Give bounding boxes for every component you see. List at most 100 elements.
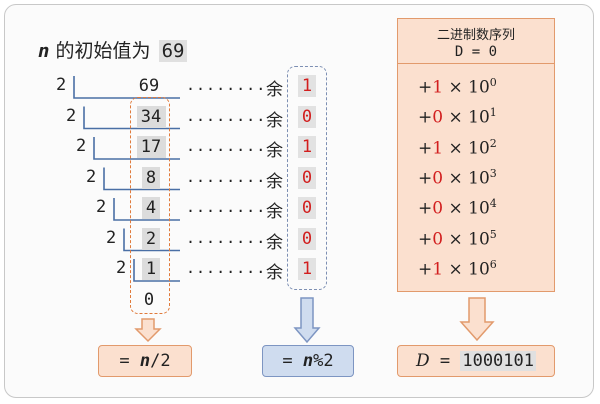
term-times: × xyxy=(443,107,469,128)
term-bit: 0 xyxy=(432,198,444,219)
binary-result-box: D = 1000101 xyxy=(397,345,555,377)
binary-term: +1 × 106 xyxy=(418,258,497,280)
panel-down-arrow xyxy=(459,297,495,342)
term-bit: 1 xyxy=(432,138,444,159)
division-bracket xyxy=(93,137,180,160)
quotient-suffix: /2 xyxy=(150,351,171,371)
quotient-value: 8 xyxy=(141,166,161,189)
division-bracket xyxy=(113,198,180,221)
remainder-label: 余 xyxy=(266,171,283,192)
binary-term: +0 × 103 xyxy=(418,167,497,189)
term-times: × xyxy=(443,138,469,159)
term-base: 10 xyxy=(468,259,490,280)
term-times: × xyxy=(443,259,469,280)
title-initial-value: 69 xyxy=(158,40,188,62)
quotient-formula-box: = n/2 xyxy=(98,345,192,377)
quotient-value: 4 xyxy=(141,197,161,219)
binary-eq: = xyxy=(429,351,461,371)
remainder-bit: 1 xyxy=(298,258,316,280)
term-sign: + xyxy=(418,138,433,159)
division-bracket xyxy=(123,228,180,252)
divisor: 2 xyxy=(116,258,127,278)
quotient-dashed-box xyxy=(130,97,170,314)
term-base: 10 xyxy=(468,138,490,159)
division-bracket xyxy=(73,76,180,99)
leader-dots: ........ xyxy=(186,167,267,186)
divisor: 2 xyxy=(76,136,87,156)
term-exponent: 3 xyxy=(489,166,497,180)
term-sign: + xyxy=(418,259,433,280)
remainder-label: 余 xyxy=(266,232,283,253)
down-arrows xyxy=(134,297,495,344)
quotient-var: n xyxy=(139,351,151,371)
term-times: × xyxy=(443,198,469,219)
panel-title: 二进制数序列 xyxy=(436,28,515,43)
remainder-dashed-box xyxy=(287,66,327,290)
term-base: 10 xyxy=(468,77,490,98)
term-base: 10 xyxy=(468,107,490,128)
term-exponent: 5 xyxy=(489,227,497,241)
leader-dots: ........ xyxy=(186,259,267,277)
term-exponent: 2 xyxy=(489,136,497,150)
term-bit: 1 xyxy=(432,77,444,98)
remainder-bit: 0 xyxy=(298,166,316,189)
divisor: 2 xyxy=(66,105,77,126)
binary-value: 1000101 xyxy=(460,351,536,371)
term-bit: 0 xyxy=(432,107,444,128)
binary-term: +0 × 101 xyxy=(418,106,497,128)
remainder-formula-box: = n%2 xyxy=(262,345,354,377)
remainder-bit: 1 xyxy=(298,136,316,158)
binary-term: +1 × 100 xyxy=(418,76,497,98)
remainder-label: 余 xyxy=(266,110,283,131)
term-sign: + xyxy=(418,198,433,219)
division-bracket xyxy=(103,167,180,191)
term-times: × xyxy=(443,77,469,98)
panel-header: 二进制数序列 D = 0 xyxy=(397,18,555,64)
leader-dots: ........ xyxy=(186,137,267,155)
title-text: 的初始值为 xyxy=(55,40,151,62)
binary-term: +0 × 105 xyxy=(418,228,497,250)
divisor: 2 xyxy=(96,197,107,217)
remainder-label: 余 xyxy=(266,141,283,161)
term-bit: 0 xyxy=(432,229,444,250)
term-exponent: 4 xyxy=(489,197,497,211)
term-times: × xyxy=(443,168,469,189)
term-sign: + xyxy=(418,229,433,250)
quotient-value: 2 xyxy=(141,227,161,250)
binary-var: D xyxy=(415,351,430,371)
division-bracket xyxy=(83,106,180,130)
quotient-value: 0 xyxy=(143,289,155,310)
term-exponent: 6 xyxy=(489,257,497,271)
quotient-value: 1 xyxy=(141,258,161,280)
leader-dots: ........ xyxy=(186,228,267,247)
binary-term: +0 × 104 xyxy=(418,197,497,219)
leader-dots: ........ xyxy=(186,198,267,216)
remainder-label: 余 xyxy=(266,80,283,100)
division-bracket xyxy=(133,259,180,282)
panel-init: D = 0 xyxy=(454,44,498,60)
panel-body xyxy=(397,64,555,292)
quotient-value: 17 xyxy=(136,136,166,158)
remainder-prefix: = xyxy=(282,351,303,371)
remainder-bit: 0 xyxy=(298,197,316,219)
blue-down-arrow xyxy=(293,297,321,344)
term-sign: + xyxy=(418,168,433,189)
term-sign: + xyxy=(418,107,433,128)
term-exponent: 0 xyxy=(489,76,497,89)
term-base: 10 xyxy=(468,229,490,250)
remainder-bit: 0 xyxy=(298,227,316,250)
remainder-var: n xyxy=(302,351,314,371)
term-base: 10 xyxy=(468,198,490,219)
binary-term: +1 × 102 xyxy=(418,137,497,159)
divisor: 2 xyxy=(56,75,67,95)
term-bit: 0 xyxy=(432,168,444,189)
term-base: 10 xyxy=(468,168,490,189)
remainder-label: 余 xyxy=(266,202,283,222)
leader-dots: ........ xyxy=(186,106,267,125)
divisor: 2 xyxy=(86,166,97,187)
divisor: 2 xyxy=(106,227,117,248)
quotient-value: 34 xyxy=(136,105,166,128)
title-variable: n xyxy=(38,40,50,62)
title-line: n 的初始值为 69 xyxy=(38,36,188,63)
